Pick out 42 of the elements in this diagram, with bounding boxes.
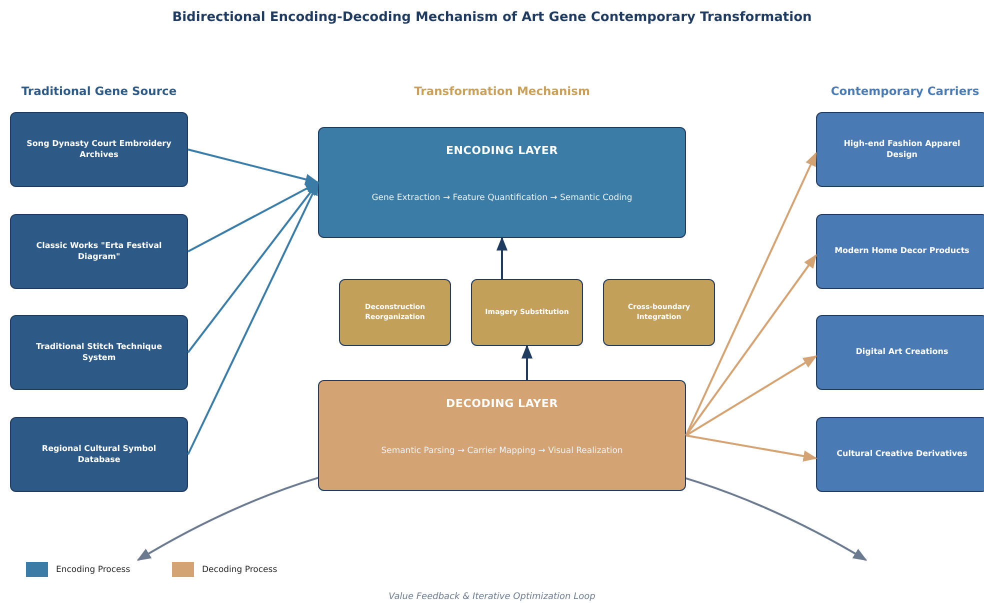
arrow — [521, 344, 533, 380]
node-label: Song Dynasty Court Embroidery Archives — [26, 139, 172, 160]
arrow — [496, 236, 508, 279]
caption: Value Feedback & Iterative Optimization Loop — [388, 592, 596, 602]
arrow — [187, 181, 319, 354]
arrow — [187, 181, 319, 455]
arrow — [188, 148, 320, 185]
arrow — [686, 434, 818, 462]
layer-description: Semantic Parsing → Carrier Mapping → Visual Realization — [381, 446, 623, 456]
arrow — [685, 254, 817, 436]
column-heading: Traditional Gene Source — [21, 84, 177, 98]
legend-label: Encoding Process — [56, 564, 130, 574]
process-box — [10, 417, 188, 492]
arrow — [685, 152, 817, 436]
layer-title: DECODING LAYER — [446, 397, 558, 410]
arrow — [188, 182, 320, 252]
process-box — [10, 315, 188, 390]
node-label: Classic Works "Erta Festival Diagram" — [35, 241, 163, 262]
process-box — [816, 315, 984, 390]
process-box — [816, 214, 984, 289]
process-box — [471, 279, 583, 346]
node-label: Digital Art Creations — [856, 347, 948, 358]
column-heading: Contemporary Carriers — [830, 84, 980, 98]
node-label: Traditional Stitch Technique System — [35, 342, 163, 363]
process-box — [10, 112, 188, 187]
process-box — [603, 279, 715, 346]
node-label: Regional Cultural Symbol Database — [40, 444, 158, 465]
process-box — [10, 214, 188, 289]
layer-box — [318, 380, 686, 491]
layer-title: ENCODING LAYER — [446, 144, 558, 157]
node-label: Cultural Creative Derivatives — [836, 449, 968, 460]
layer-description: Gene Extraction → Feature Quantification → Semantic Coding — [372, 193, 632, 203]
column-heading: Transformation Mechanism — [414, 84, 590, 98]
node-label: High-end Fashion Apparel Design — [842, 139, 962, 160]
process-box — [816, 112, 984, 187]
process-box — [339, 279, 451, 346]
arrow — [685, 355, 818, 436]
process-box — [816, 417, 984, 492]
legend-label: Decoding Process — [202, 564, 278, 574]
diagram-title: Bidirectional Encoding-Decoding Mechanism of Art Gene Contemporary Transformation — [172, 10, 812, 25]
layer-box — [318, 127, 686, 238]
node-label: Modern Home Decor Products — [834, 246, 970, 257]
